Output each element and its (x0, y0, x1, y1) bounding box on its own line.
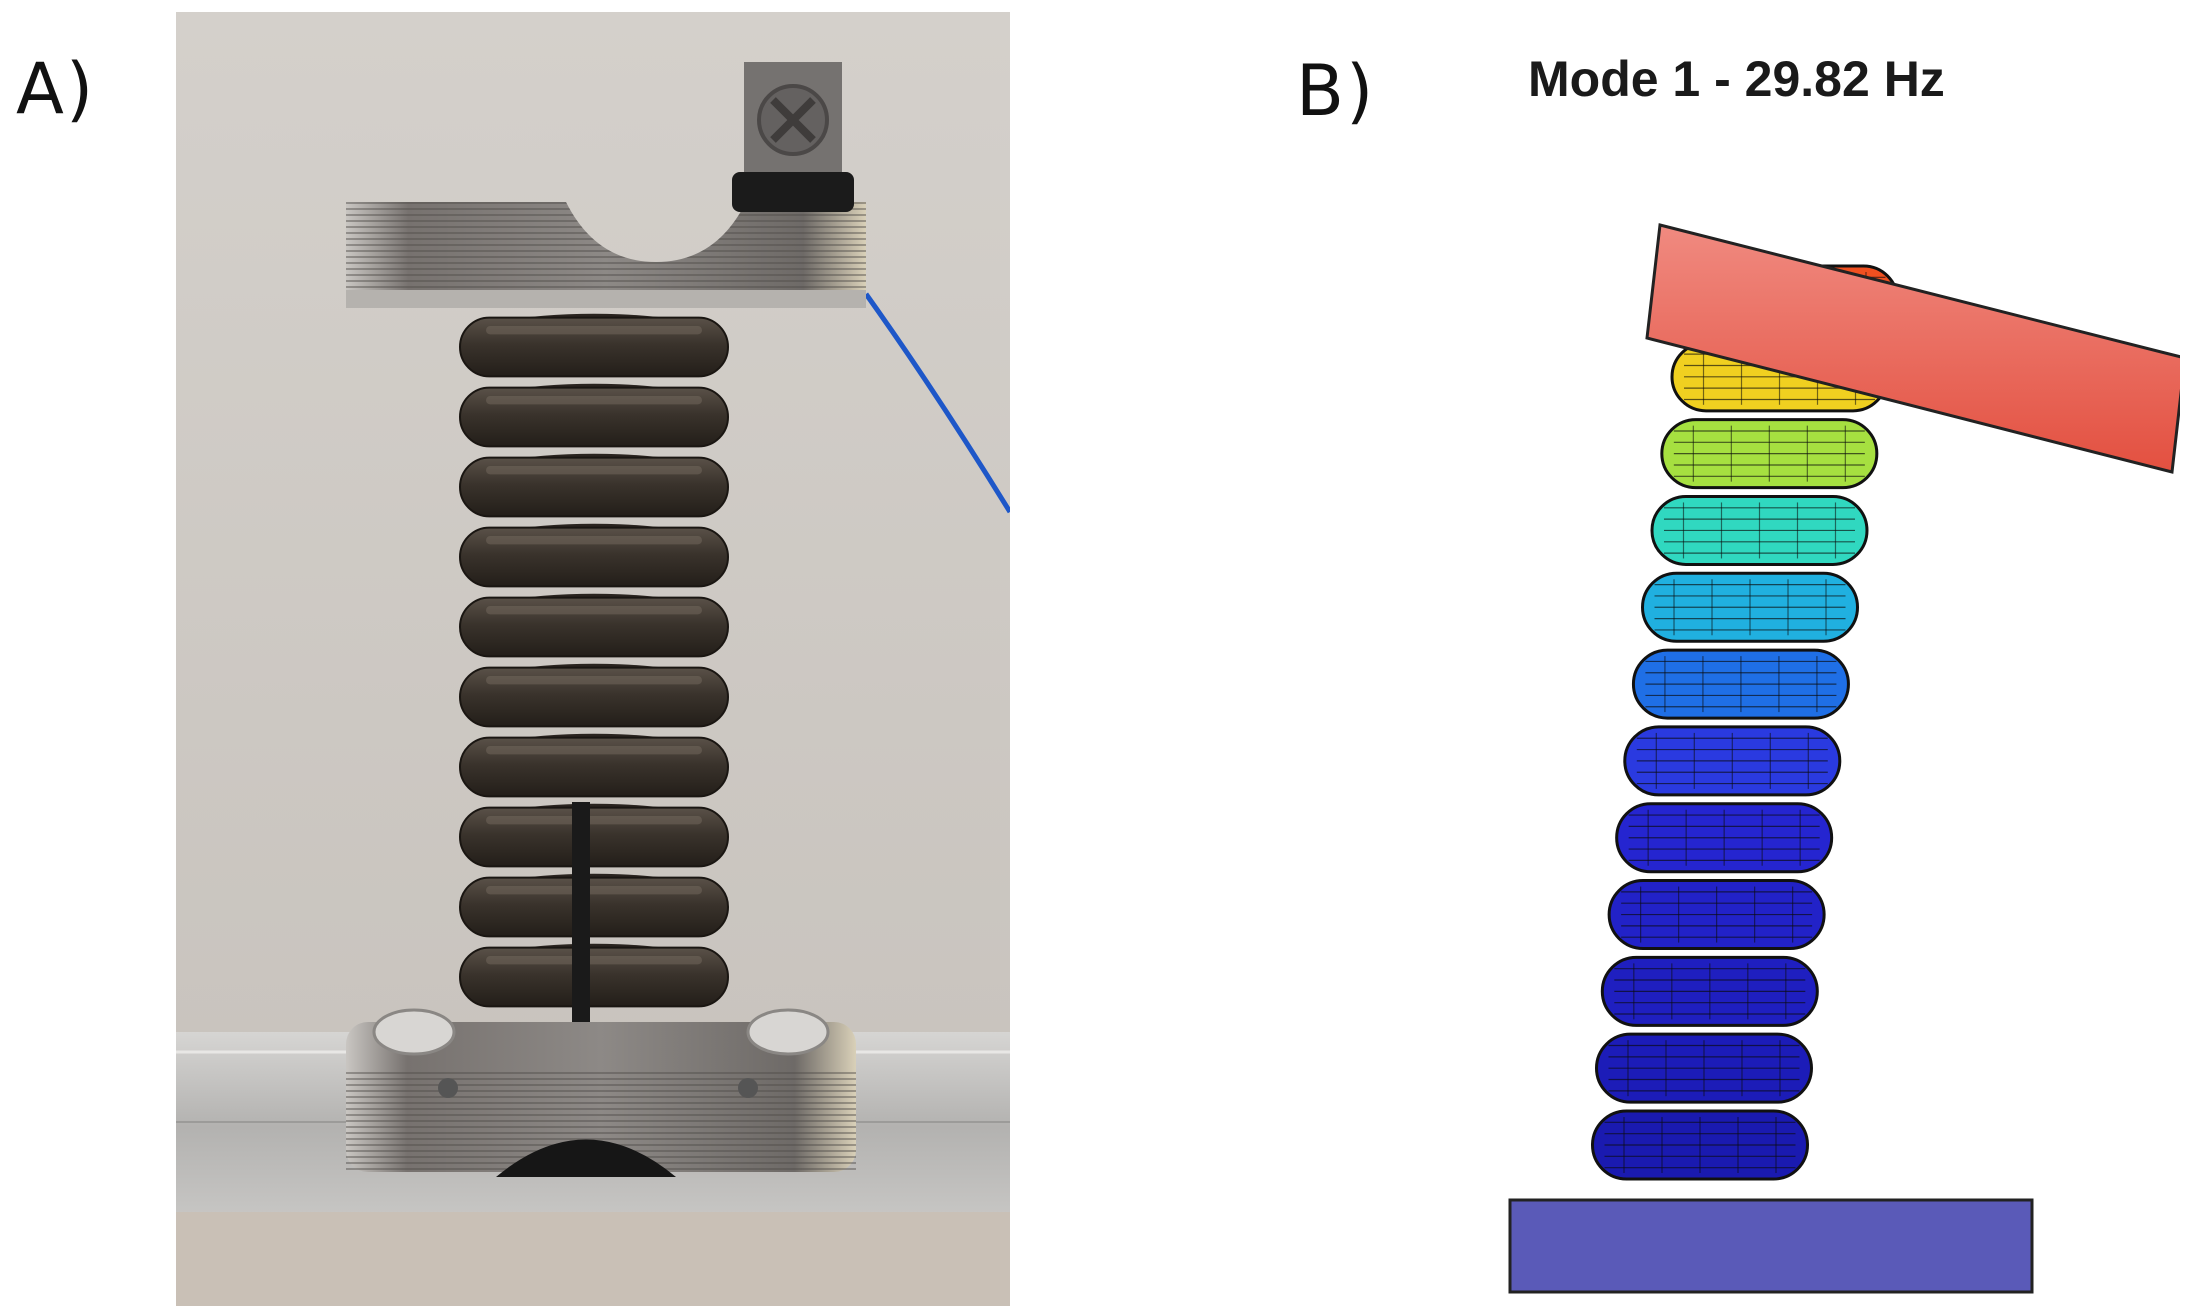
sensor-cable (863, 292, 1010, 514)
coil-turn (459, 666, 729, 728)
fem-coil-turn (1607, 879, 1826, 951)
panel-b-label: B) (1296, 50, 1376, 132)
bolt-right (746, 1008, 830, 1056)
fem-coil-turn (1594, 1032, 1813, 1104)
coil-turn (459, 806, 729, 868)
coil-turn (459, 456, 729, 518)
coil-highlight (486, 536, 702, 545)
fem-coil-turn (1623, 725, 1842, 797)
coil-turn (459, 736, 729, 798)
rubber-foot (496, 1139, 676, 1177)
fem-coil-turn (1650, 494, 1869, 566)
fem-coil-turn (1600, 955, 1819, 1027)
fem-coil-turn (1631, 648, 1850, 720)
coil-turn (459, 316, 729, 378)
fem-coil-turn (1641, 571, 1860, 643)
fem-top-plate (1645, 223, 2180, 474)
coil-turn (459, 946, 729, 1008)
coil-turn (459, 526, 729, 588)
fem-coil-turn (1591, 1109, 1809, 1181)
coil-highlight (486, 886, 702, 895)
coil-turn (459, 596, 729, 658)
coil-highlight (486, 956, 702, 965)
fem-base-plate (1508, 1198, 2034, 1294)
spring-photo (176, 12, 1010, 1306)
coil-highlight (486, 676, 702, 685)
fem-coil-spring (1591, 264, 1899, 1181)
coil-highlight (486, 606, 702, 615)
fem-coil-turn (1615, 802, 1834, 874)
coil-spring (459, 313, 729, 1008)
fem-coil-turn (1660, 418, 1879, 490)
coil-turn (459, 876, 729, 938)
bolt-left (372, 1008, 456, 1056)
accelerometer (732, 62, 854, 212)
coil-turn (459, 386, 729, 448)
coil-highlight (486, 326, 702, 335)
rail-lower-face (176, 1212, 1010, 1306)
coil-highlight (486, 466, 702, 475)
panel-a-label: A) (16, 48, 96, 130)
coil-highlight (486, 396, 702, 405)
coil-highlight (486, 746, 702, 755)
top-clamp-plate (346, 202, 866, 308)
mode-title: Mode 1 - 29.82 Hz (1528, 51, 1945, 107)
coil-highlight (486, 816, 702, 825)
mode-shape-plot (1508, 223, 2180, 1294)
